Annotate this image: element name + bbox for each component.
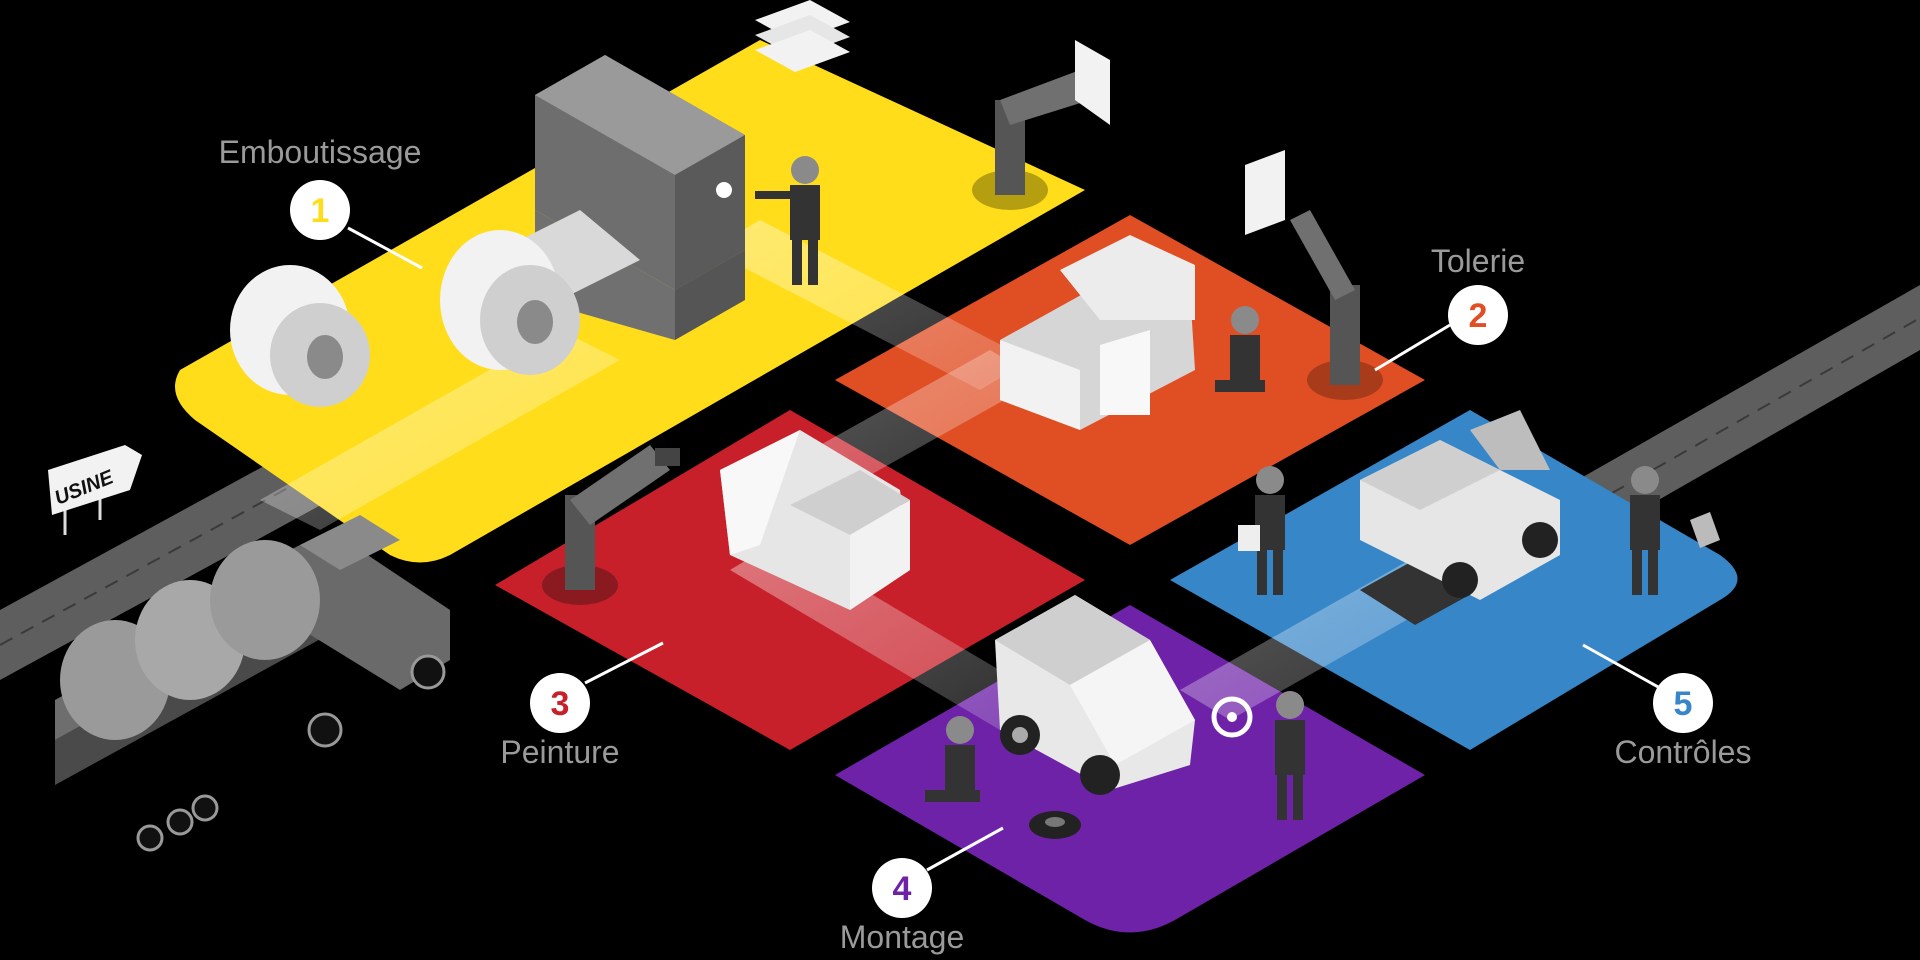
step-5-label: Contrôles <box>1615 734 1752 770</box>
robot-arm <box>542 445 680 605</box>
worker-figure <box>755 156 820 285</box>
worker-figure <box>925 716 980 802</box>
worker-figure <box>1275 691 1305 820</box>
steering-wheel-icon <box>1211 696 1253 738</box>
car-body-shell <box>1000 235 1195 430</box>
factory-sign: USINE <box>48 445 142 535</box>
step-3: 3 Peinture <box>500 641 664 770</box>
worker-figure <box>1238 466 1285 595</box>
robot-arm <box>1245 150 1383 400</box>
step-5-number: 5 <box>1674 685 1693 723</box>
worker-figure <box>1215 306 1265 392</box>
step-2-label: Tolerie <box>1431 243 1525 279</box>
steel-coil <box>230 265 370 407</box>
step-1-number: 1 <box>311 192 330 230</box>
tire-icon <box>1029 811 1081 839</box>
robot-arm <box>972 40 1110 210</box>
step-3-label: Peinture <box>500 734 619 770</box>
steel-coil <box>440 210 640 375</box>
step-3-number: 3 <box>551 685 570 723</box>
car-on-test-bench <box>1360 410 1560 625</box>
step-2-number: 2 <box>1469 297 1488 335</box>
step-1: 1 Emboutissage <box>219 134 423 270</box>
sheet-stack-icon <box>755 0 850 72</box>
step-4-label: Montage <box>840 919 965 955</box>
step-2: 2 Tolerie <box>1374 243 1525 372</box>
laptop-icon <box>1690 512 1720 548</box>
car-body-painted <box>720 430 910 610</box>
coil-truck <box>55 515 450 852</box>
step-4-number: 4 <box>893 870 912 908</box>
step-5: 5 Contrôles <box>1582 643 1752 770</box>
worker-figure <box>1630 466 1660 595</box>
car-assembled <box>995 595 1195 795</box>
step-4: 4 Montage <box>840 826 1004 955</box>
step-1-label: Emboutissage <box>219 134 422 170</box>
